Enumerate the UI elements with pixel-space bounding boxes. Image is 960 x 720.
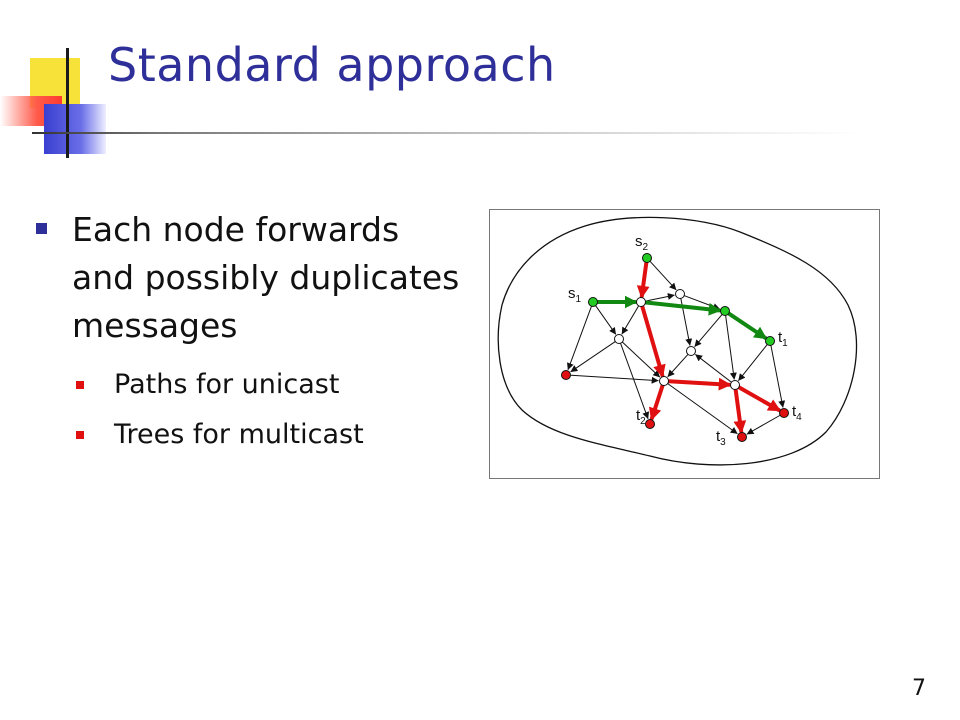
edge-arrow: [620, 343, 650, 420]
edge-arrow: [725, 315, 737, 380]
slide-title: Standard approach: [108, 38, 556, 92]
sub-bullet-item: Paths for unicast: [72, 360, 466, 410]
logo-blue-square: [44, 104, 106, 154]
target-node: [645, 419, 655, 429]
bullet-list: Each node forwards and possibly duplicat…: [36, 206, 466, 460]
multicast-tree-arrow: [667, 377, 732, 391]
edge-arrow: [645, 293, 675, 302]
title-underline: [32, 132, 862, 134]
node-layer: [561, 253, 789, 442]
edge-arrow: [570, 374, 659, 384]
relay-node: [686, 346, 696, 356]
unicast-path-arrow: [727, 311, 768, 340]
edge-arrow: [567, 306, 592, 371]
logo-vertical-line: [66, 48, 69, 158]
label-layer: s2 s1 t1 t4 t2 t3: [568, 233, 802, 448]
network-diagram: s2 s1 t1 t4 t2 t3: [489, 209, 880, 479]
target-node: [561, 370, 571, 380]
network-region-outline: [497, 216, 858, 466]
edge-arrow: [770, 345, 786, 408]
node-label-t2: t2: [636, 407, 646, 427]
relay-node: [614, 334, 624, 344]
multicast-tree-arrow: [737, 385, 782, 412]
edge-arrow: [746, 415, 781, 435]
decorative-logo: [0, 0, 120, 170]
multicast-tree-arrow: [733, 388, 747, 434]
node-label-s2: s2: [635, 233, 649, 253]
source-node: [642, 253, 652, 263]
relay-node: [730, 380, 740, 390]
edge-arrow: [695, 354, 732, 383]
edge-arrow: [694, 314, 723, 347]
target-node: [737, 432, 747, 442]
source-node: [765, 336, 775, 346]
edge-arrow: [621, 305, 639, 335]
sub-bullet-item: Trees for multicast: [72, 410, 466, 460]
edge-layer: [567, 261, 786, 435]
multicast-tree-arrow: [640, 304, 666, 378]
relay-node: [636, 297, 646, 307]
network-diagram-svg: s2 s1 t1 t4 t2 t3: [497, 216, 858, 466]
page-number: 7: [912, 676, 926, 701]
target-node: [779, 408, 789, 418]
edge-arrow: [570, 341, 616, 373]
node-label-t1: t1: [778, 329, 788, 349]
relay-node: [659, 376, 669, 386]
multicast-tree-arrow: [648, 383, 665, 421]
source-node: [720, 306, 730, 316]
edge-arrow: [649, 261, 677, 291]
edge-arrow: [595, 305, 617, 335]
bullet-item: Each node forwards and possibly duplicat…: [36, 206, 466, 460]
edge-arrow: [667, 354, 689, 378]
source-node: [588, 297, 598, 307]
node-label-s1: s1: [568, 285, 582, 305]
node-label-t4: t4: [792, 403, 802, 423]
multicast-tree-arrow: [636, 261, 650, 299]
sub-bullet-list: Paths for unicast Trees for multicast: [72, 360, 466, 460]
node-label-t3: t3: [716, 428, 726, 448]
bullet-text: Each node forwards and possibly duplicat…: [72, 210, 460, 345]
unicast-path-arrow: [644, 300, 722, 316]
edge-arrow: [667, 383, 738, 434]
relay-node: [675, 289, 685, 299]
edge-arrow: [738, 344, 768, 381]
